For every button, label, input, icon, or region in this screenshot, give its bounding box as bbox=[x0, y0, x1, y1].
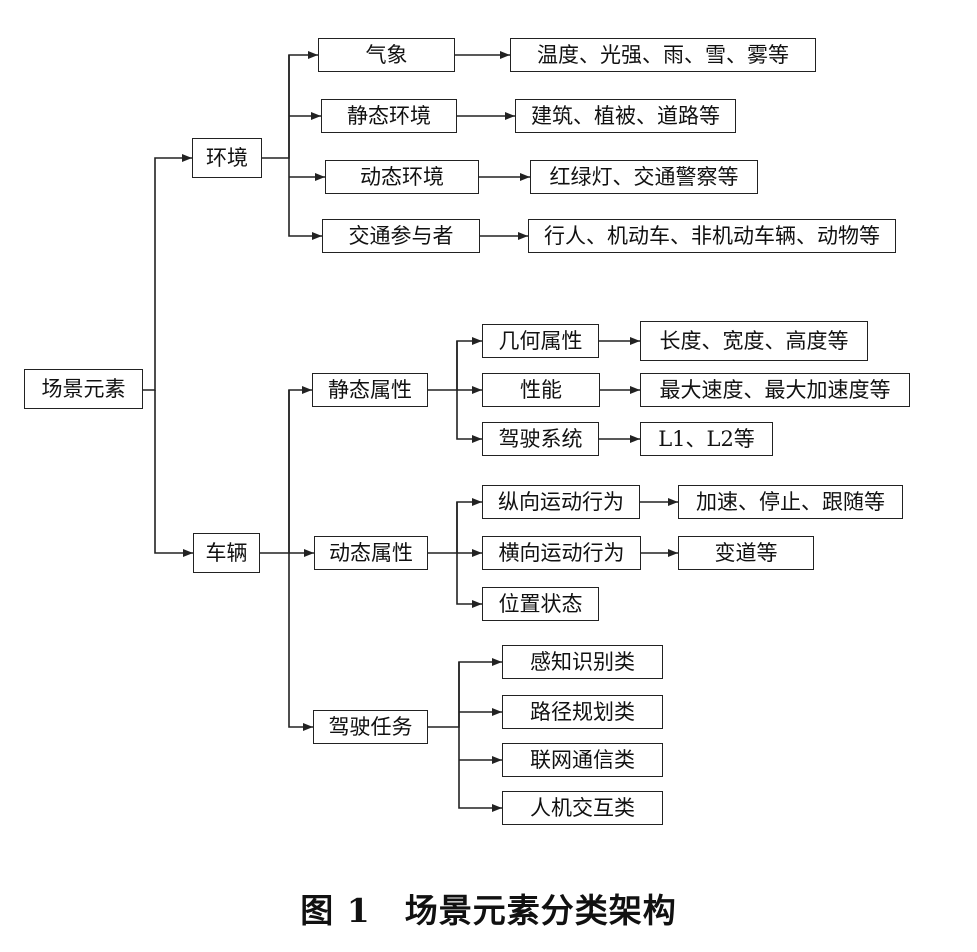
perception-recognition-node: 感知识别类 bbox=[502, 645, 663, 679]
weather-detail-node: 温度、光强、雨、雪、雾等 bbox=[510, 38, 816, 72]
path-planning-node: 路径规划类 bbox=[502, 695, 663, 729]
traffic-participants-detail-node: 行人、机动车、非机动车辆、动物等 bbox=[528, 219, 896, 253]
lateral-motion-detail-node: 变道等 bbox=[678, 536, 814, 570]
driving-task-node: 驾驶任务 bbox=[313, 710, 428, 744]
connected-communication-node: 联网通信类 bbox=[502, 743, 663, 777]
root-node: 场景元素 bbox=[24, 369, 143, 409]
longitudinal-motion-detail-node: 加速、停止、跟随等 bbox=[678, 485, 903, 519]
dynamic-environment-detail-node: 红绿灯、交通警察等 bbox=[530, 160, 758, 194]
performance-node: 性能 bbox=[482, 373, 600, 407]
geometry-node: 几何属性 bbox=[482, 324, 599, 358]
performance-detail-node: 最大速度、最大加速度等 bbox=[640, 373, 910, 407]
dynamic-environment-node: 动态环境 bbox=[325, 160, 479, 194]
static-environment-detail-node: 建筑、植被、道路等 bbox=[515, 99, 736, 133]
vehicle-node: 车辆 bbox=[193, 533, 260, 573]
figure-caption: 图 1 场景元素分类架构 bbox=[300, 891, 677, 930]
static-attributes-node: 静态属性 bbox=[312, 373, 428, 407]
geometry-detail-node: 长度、宽度、高度等 bbox=[640, 321, 868, 361]
lateral-motion-node: 横向运动行为 bbox=[482, 536, 641, 570]
dynamic-attributes-node: 动态属性 bbox=[314, 536, 428, 570]
environment-node: 环境 bbox=[192, 138, 262, 178]
weather-node: 气象 bbox=[318, 38, 455, 72]
longitudinal-motion-node: 纵向运动行为 bbox=[482, 485, 640, 519]
traffic-participants-node: 交通参与者 bbox=[322, 219, 480, 253]
driving-system-node: 驾驶系统 bbox=[482, 422, 599, 456]
position-state-node: 位置状态 bbox=[482, 587, 599, 621]
driving-system-detail-node: L1、L2等 bbox=[640, 422, 773, 456]
static-environment-node: 静态环境 bbox=[321, 99, 457, 133]
human-machine-interaction-node: 人机交互类 bbox=[502, 791, 663, 825]
